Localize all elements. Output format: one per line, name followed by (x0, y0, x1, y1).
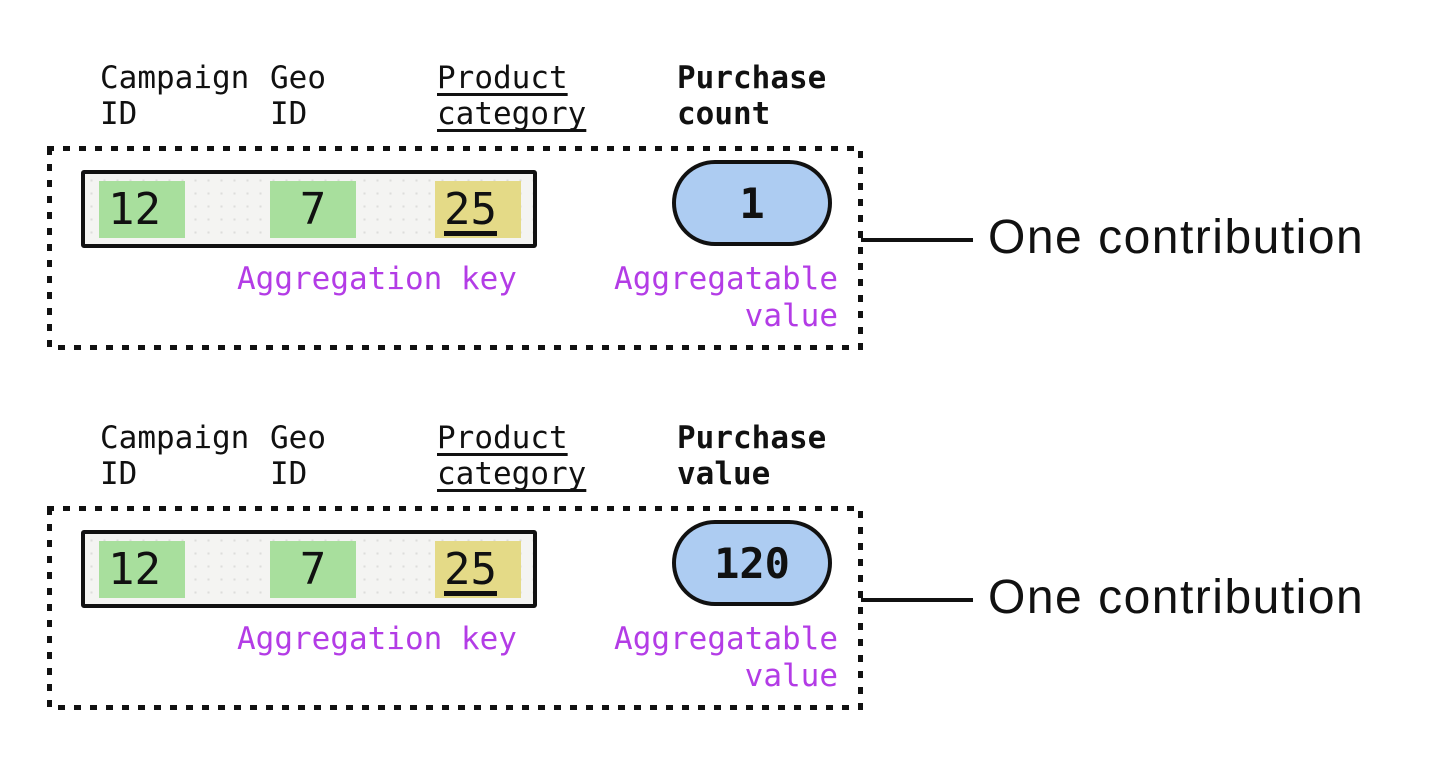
contribution-boundary: 12 7 25 1 Aggregation key Aggregatable v… (47, 146, 863, 350)
record-cell-product-category: 25 (435, 541, 521, 598)
column-header-line: Geo (270, 420, 326, 456)
column-header-geo-id: Geo ID (270, 420, 326, 492)
column-header-line: value (677, 456, 771, 492)
column-header-line: category (437, 456, 587, 492)
aggregatable-value-pill: 120 (672, 520, 832, 606)
aggregatable-value-label-line: value (744, 298, 838, 334)
record-row: 12 7 25 (81, 530, 537, 608)
column-header-geo-id: Geo ID (270, 60, 326, 132)
column-header-line: ID (270, 456, 308, 492)
aggregatable-value-label-line: Aggregatable (614, 261, 838, 297)
aggregatable-value-label-line: Aggregatable (614, 621, 838, 657)
aggregation-key-label: Aggregation key (237, 621, 517, 657)
contribution-panel-purchase-count: Campaign ID Geo ID Product category Purc… (0, 60, 1442, 420)
column-header-line: ID (100, 96, 138, 132)
aggregatable-value-label-line: value (744, 658, 838, 694)
column-header-product-category: Product category (437, 420, 586, 492)
column-header-product-category: Product category (437, 60, 586, 132)
column-header-purchase-count: Purchase count (677, 60, 826, 132)
column-header-purchase-value: Purchase value (677, 420, 826, 492)
connector-line (861, 598, 973, 602)
record-cell-product-category: 25 (435, 181, 521, 238)
dotted-border (47, 506, 863, 710)
column-header-line: Product (437, 60, 568, 96)
contribution-panel-purchase-value: Campaign ID Geo ID Product category Purc… (0, 420, 1442, 760)
aggregatable-value-label: Aggregatable value (614, 261, 838, 335)
column-header-line: ID (270, 96, 308, 132)
column-header-line: Geo (270, 60, 326, 96)
record-cell-geo-id: 7 (270, 181, 356, 238)
column-header-line: Campaign (100, 60, 250, 96)
aggregatable-value-pill: 1 (672, 160, 832, 246)
aggregatable-value-label: Aggregatable value (614, 621, 838, 695)
connector-line (861, 238, 973, 242)
column-header-line: Purchase (677, 60, 827, 96)
one-contribution-label: One contribution (988, 571, 1365, 624)
column-header-line: count (677, 96, 771, 132)
column-header-campaign-id: Campaign ID (100, 420, 249, 492)
column-header-line: ID (100, 456, 138, 492)
column-header-campaign-id: Campaign ID (100, 60, 249, 132)
record-row: 12 7 25 (81, 170, 537, 248)
column-header-line: Purchase (677, 420, 827, 456)
column-header-line: Campaign (100, 420, 250, 456)
column-header-line: category (437, 96, 587, 132)
dotted-border (47, 146, 863, 350)
record-cell-geo-id: 7 (270, 541, 356, 598)
contribution-boundary: 12 7 25 120 Aggregation key Aggregatable… (47, 506, 863, 710)
one-contribution-label: One contribution (988, 211, 1365, 264)
record-cell-campaign-id: 12 (99, 541, 185, 598)
record-cell-campaign-id: 12 (99, 181, 185, 238)
column-header-line: Product (437, 420, 568, 456)
aggregation-key-label: Aggregation key (237, 261, 517, 297)
